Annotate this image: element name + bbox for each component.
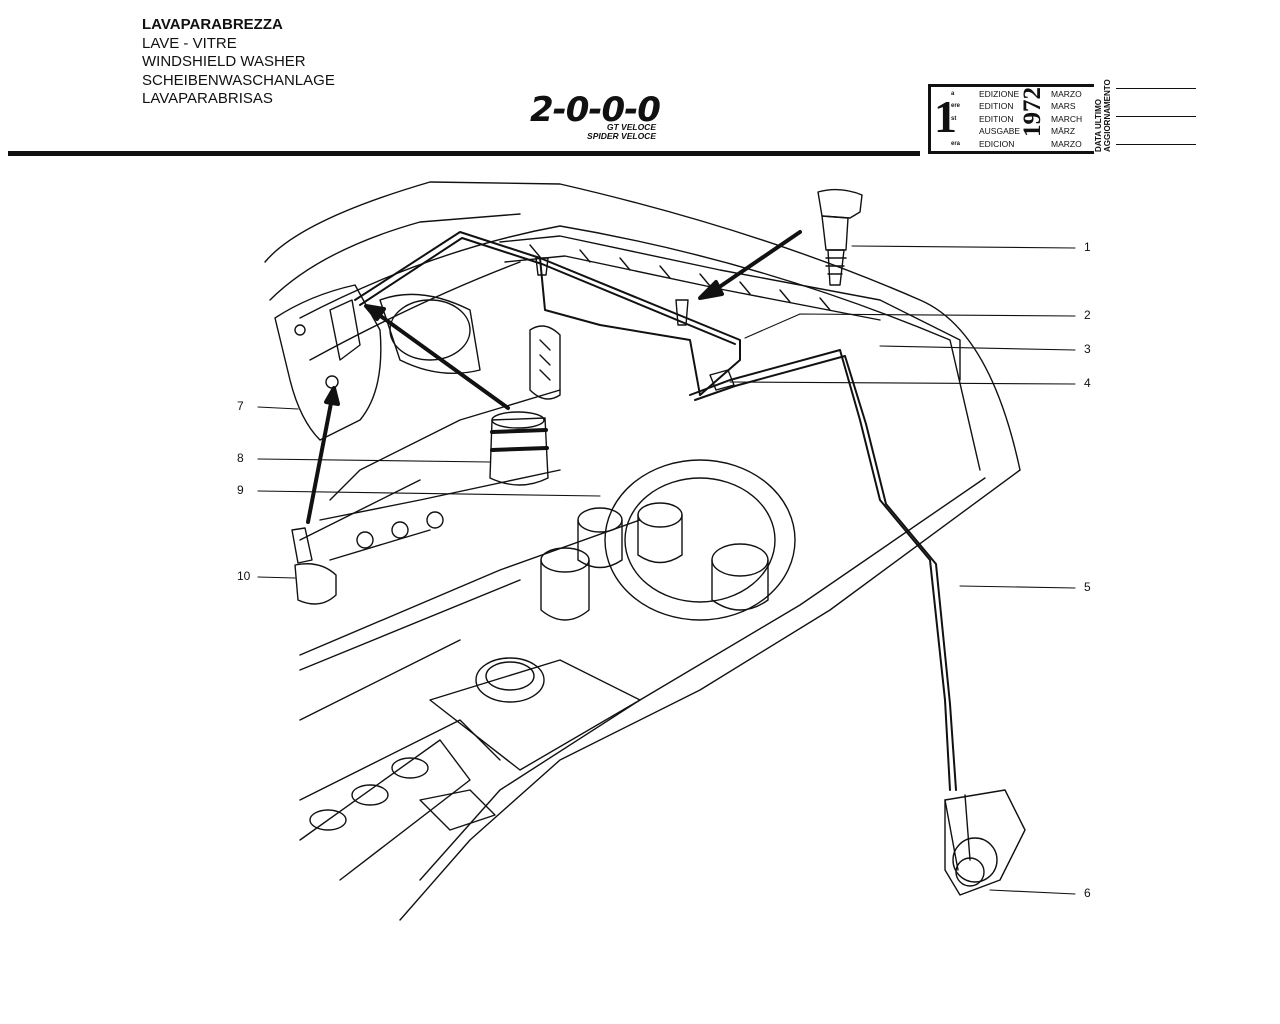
logo-line-1: GT VELOCE — [606, 122, 656, 132]
wiper-switch — [944, 789, 1026, 896]
reference-arrows — [306, 230, 802, 524]
engine-carbs — [319, 293, 561, 561]
title-english: WINDSHIELD WASHER — [142, 53, 306, 70]
callout-leaders — [257, 245, 1076, 895]
edition-box: 1 a ere st . era EDIZIONE EDITION EDITIO… — [928, 84, 1094, 154]
title-italian: LAVAPARABREZZA — [142, 16, 283, 33]
washer-pump — [489, 411, 549, 486]
callout-10: 10 — [237, 569, 251, 583]
header-rule — [8, 151, 920, 156]
title-german: SCHEIBENWASCHANLAGE — [142, 71, 335, 89]
washer-nozzle — [817, 188, 863, 286]
callout-2: 2 — [1084, 308, 1091, 322]
edition-label: EDICION — [979, 139, 1015, 149]
callout-1: 1 — [1084, 240, 1091, 254]
edition-label: EDITION — [979, 114, 1014, 124]
model-logo: 2-0-0-0 GT VELOCE SPIDER VELOCE — [530, 90, 670, 142]
edition-label: EDITION — [979, 101, 1014, 111]
radiator-tank — [429, 657, 641, 771]
callout-6: 6 — [1084, 886, 1091, 900]
edition-month: MARZO — [1051, 89, 1082, 99]
edition-ordinal: ere — [951, 103, 961, 109]
title-spanish: LAVAPARABRISAS — [142, 90, 273, 107]
title-block: LAVAPARABREZZA LAVE - VITRE WINDSHIELD W… — [142, 16, 335, 109]
update-blank-line — [1116, 88, 1196, 89]
brake-booster — [540, 459, 796, 621]
callout-4: 4 — [1084, 376, 1091, 390]
edition-month: MARS — [1051, 101, 1076, 111]
edition-number: 1 — [934, 91, 957, 142]
logo-line-2: SPIDER VELOCE — [587, 131, 656, 141]
battery — [299, 739, 496, 881]
update-blank-line — [1116, 144, 1196, 145]
title-french: LAVE - VITRE — [142, 34, 237, 52]
callout-3: 3 — [1084, 342, 1091, 356]
foot-pump — [291, 527, 337, 605]
logo-model: 2-0-0-0 — [530, 90, 661, 130]
edition-ordinal: . — [951, 128, 953, 134]
callout-8: 8 — [237, 451, 244, 465]
edition-label: EDIZIONE — [979, 89, 1020, 99]
callout-9: 9 — [237, 483, 244, 497]
callout-7: 7 — [237, 399, 244, 413]
edition-month: MARCH — [1051, 114, 1083, 124]
edition-ordinal: st — [951, 116, 957, 122]
edition-ordinal: a — [951, 91, 955, 97]
edition-month: MARZO — [1051, 139, 1082, 149]
edition-ordinal: era — [951, 141, 961, 147]
cowl-vents — [499, 235, 961, 381]
update-blank-line — [1116, 116, 1196, 117]
washer-hoses — [354, 231, 957, 791]
edition-month: MÄRZ — [1051, 126, 1076, 136]
edition-label: AUSGABE — [979, 126, 1021, 136]
washer-jets — [535, 257, 735, 391]
last-update-blanks — [1116, 88, 1196, 172]
callout-5: 5 — [1084, 580, 1091, 594]
